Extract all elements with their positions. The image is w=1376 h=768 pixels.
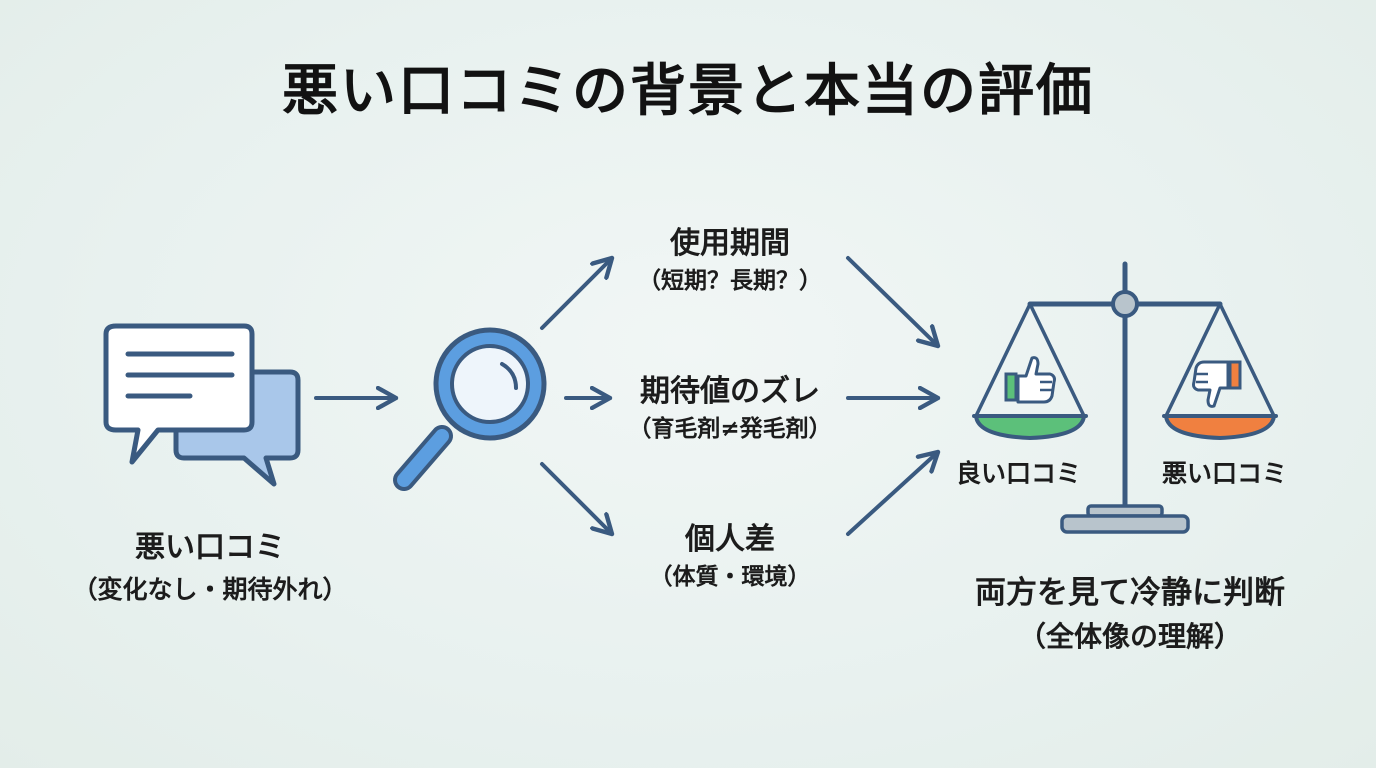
arrow-to-factor-3: [540, 462, 612, 534]
factor-label-3: 個人差: [685, 522, 775, 557]
factor-label-group-3: 個人差 （体質・環境）: [610, 520, 850, 594]
good-review-label: 良い口コミ: [956, 459, 1082, 488]
factor-label-group-1: 使用期間 （短期？長期？）: [610, 224, 850, 298]
factor-sub-label-2: （育毛剤≠発毛剤）: [628, 416, 832, 442]
magnifier-icon: [393, 327, 547, 491]
arrow-from-factor-1: [846, 256, 938, 346]
conclusion-label-group: 両方を見て冷静に判断 （全体像の理解）: [930, 570, 1330, 658]
factor-sub-label-1: （短期？長期？）: [638, 268, 822, 294]
page-title: 悪い口コミの背景と本当の評価: [282, 59, 1094, 124]
bad-review-label: 悪い口コミ: [1162, 459, 1288, 488]
balance-scale-icon: [972, 261, 1278, 534]
factor-sub-label-3: （体質・環境）: [649, 564, 811, 590]
conclusion-sub-label: （全体像の理解）: [1017, 620, 1242, 653]
source-label: 悪い口コミ: [135, 530, 285, 565]
arrow-to-factor-1: [540, 258, 612, 330]
conclusion-label: 両方を見て冷静に判断: [975, 575, 1285, 611]
factor-label-2: 期待値のズレ: [640, 374, 820, 409]
source-sub-label: （変化なし・期待外れ）: [72, 575, 348, 604]
factor-label-group-2: 期待値のズレ （育毛剤≠発毛剤）: [600, 372, 860, 446]
thumbs-down-icon: [1192, 360, 1242, 408]
arrow-from-factor-3: [846, 452, 938, 536]
source-label-group: 悪い口コミ （変化なし・期待外れ）: [40, 526, 380, 610]
chat-bubbles-icon: [103, 323, 301, 487]
thumbs-up-icon: [1004, 356, 1056, 404]
factor-label-1: 使用期間: [670, 226, 790, 261]
